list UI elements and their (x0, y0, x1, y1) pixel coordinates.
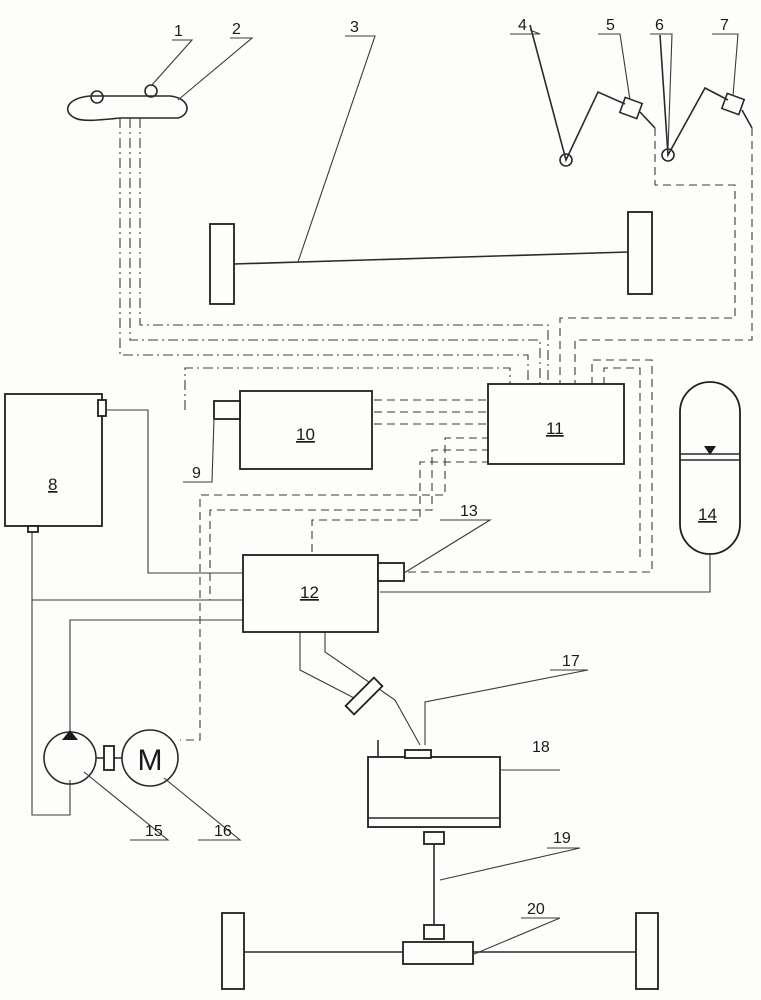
label-11: 11 (546, 419, 564, 438)
rear-axle-20 (221, 912, 659, 990)
callout-2: 2 (232, 21, 241, 38)
front-axle (209, 211, 653, 305)
label-8: 8 (48, 475, 57, 494)
steering-wheel (66, 84, 188, 122)
callout-18: 18 (532, 739, 550, 756)
callout-13: 13 (460, 503, 478, 520)
callout-17: 17 (562, 653, 580, 670)
valve-17 (344, 676, 384, 716)
callout-7: 7 (720, 17, 729, 34)
box-12 (242, 554, 405, 633)
label-12: 12 (300, 583, 319, 602)
callout-5: 5 (606, 17, 615, 34)
callout-4: 4 (518, 17, 527, 34)
accumulator-14 (679, 381, 741, 555)
callout-6: 6 (655, 17, 664, 34)
box-11 (487, 383, 625, 465)
callout-19: 19 (553, 830, 571, 847)
box-10 (213, 390, 373, 470)
callout-3: 3 (350, 19, 359, 36)
callout-1: 1 (174, 23, 183, 40)
coupling (96, 745, 122, 771)
motor-16: M (121, 729, 179, 787)
motor-symbol: M (138, 744, 163, 777)
driveshaft-19 (423, 831, 445, 940)
box-labels: 8 10 11 12 14 (48, 419, 717, 602)
pedal-assembly (529, 24, 753, 167)
leader-lines (83, 29, 739, 956)
label-10: 10 (296, 425, 315, 444)
callout-9: 9 (192, 465, 201, 482)
signal-lines (119, 118, 753, 741)
label-14: 14 (698, 505, 717, 524)
callout-15: 15 (145, 823, 163, 840)
gearbox-18 (367, 740, 501, 828)
callout-numbers: 1 2 3 4 5 6 7 9 13 15 16 17 18 19 20 (145, 17, 729, 918)
callout-20: 20 (527, 901, 545, 918)
callout-16: 16 (214, 823, 232, 840)
box-8 (4, 393, 107, 533)
power-lines (31, 409, 711, 816)
